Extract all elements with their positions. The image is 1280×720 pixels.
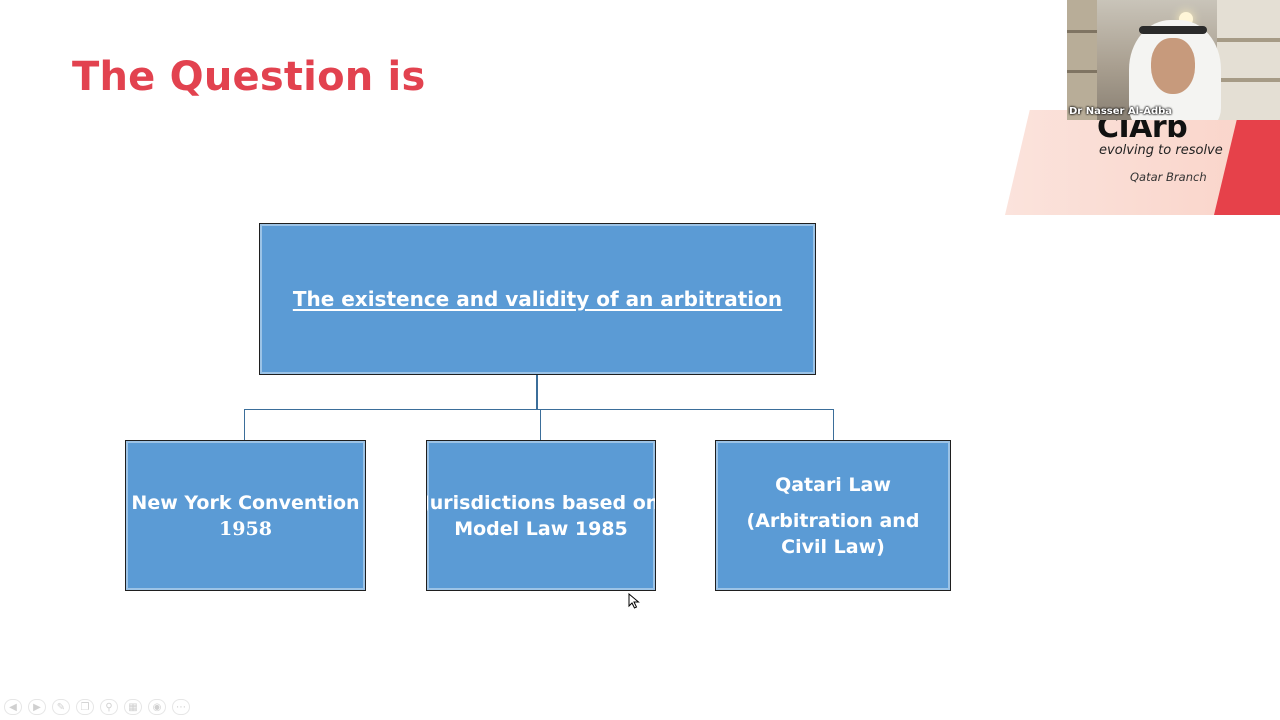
connector-line (244, 409, 245, 440)
box-text: New York Convention 1958 (131, 490, 359, 542)
brand-branch: Qatar Branch (1130, 170, 1207, 184)
more-icon[interactable]: ⋯ (172, 699, 190, 715)
background-shelf (1067, 70, 1097, 73)
zoom-icon[interactable]: ⚲ (100, 699, 118, 715)
video-icon[interactable]: ◉ (148, 699, 166, 715)
box-line: (Arbitration and Civil Law) (746, 509, 920, 558)
box-line: New York Convention (131, 491, 360, 514)
mouse-cursor-icon (628, 593, 640, 609)
box-line: 1958 (219, 517, 272, 540)
diagram-box-qatari-law: Qatari Law (Arbitration and Civil Law) (715, 440, 951, 591)
connector-line (244, 409, 834, 410)
diagram-root-box: The existence and validity of an arbitra… (259, 223, 816, 375)
webcam-video-feed[interactable]: Dr Nasser Al-Adba (1067, 0, 1280, 120)
connector-line (536, 375, 538, 410)
background-shelf (1217, 38, 1280, 42)
box-line: Jurisdictions based on (426, 491, 656, 514)
box-line: Qatari Law (775, 473, 891, 496)
diagram-box-model-law: Jurisdictions based on Model Law 1985 (426, 440, 656, 591)
slideshow-toolbar: ◀ ▶ ✎ ❐ ⚲ ▦ ◉ ⋯ (4, 699, 190, 715)
diagram-root-label: The existence and validity of an arbitra… (292, 287, 783, 311)
background-shelf (1067, 30, 1097, 33)
box-line: Model Law 1985 (454, 517, 628, 540)
copy-icon[interactable]: ❐ (76, 699, 94, 715)
speaker-face (1151, 38, 1195, 94)
connector-line (833, 409, 834, 440)
participant-name-label: Dr Nasser Al-Adba (1069, 106, 1173, 117)
back-icon[interactable]: ◀ (4, 699, 22, 715)
background-shelf (1217, 78, 1280, 82)
forward-icon[interactable]: ▶ (28, 699, 46, 715)
slide-title: The Question is (72, 54, 426, 100)
brand-tagline: evolving to resolve (1099, 143, 1223, 158)
background-shelf (1217, 0, 1280, 120)
slides-icon[interactable]: ▦ (124, 699, 142, 715)
background-shelf (1067, 0, 1097, 120)
box-text: Jurisdictions based on Model Law 1985 (426, 490, 656, 542)
connector-line (540, 409, 541, 440)
speaker-headband (1139, 26, 1207, 34)
pen-icon[interactable]: ✎ (52, 699, 70, 715)
diagram-box-new-york-convention: New York Convention 1958 (125, 440, 366, 591)
